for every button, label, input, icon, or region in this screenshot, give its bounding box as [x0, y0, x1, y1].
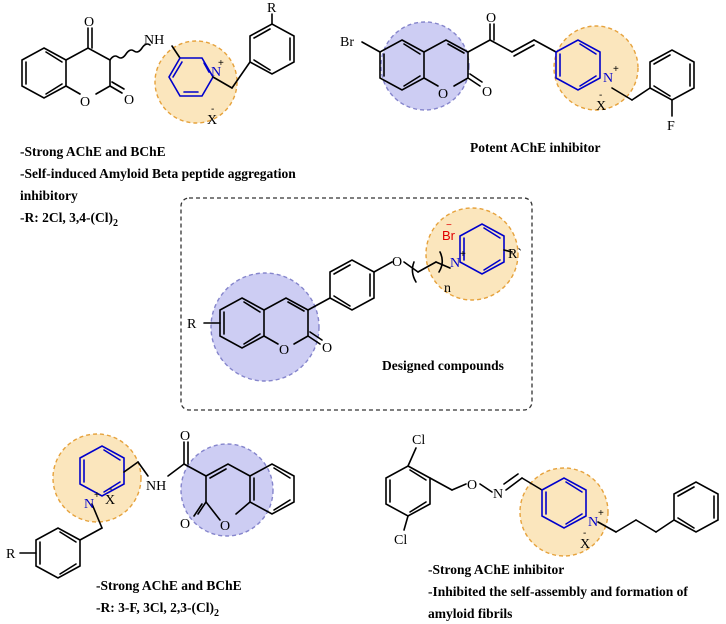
charge-plus: + — [598, 508, 604, 519]
caption-line: Designed compounds — [382, 358, 504, 373]
pyridinium-highlight — [52, 433, 142, 523]
pyranone-ring — [65, 47, 111, 95]
caption-line: -R: 3-F, 3Cl, 2,3-(Cl)2 — [96, 600, 219, 619]
pyridinium-ring — [79, 445, 125, 497]
caption-line: amyloid fibrils — [428, 606, 512, 621]
charge-plus: + — [94, 490, 100, 501]
benzyl-ring — [249, 23, 295, 75]
coumarin-highlight — [210, 272, 320, 382]
atom-r-prime: R` — [508, 247, 522, 262]
atom-o-ring: O — [279, 343, 289, 358]
caption-line: -Strong AChE inhibitor — [428, 562, 564, 577]
atom-o-ring: O — [438, 87, 448, 102]
caption-line: -Self-induced Amyloid Beta peptide aggre… — [20, 166, 296, 181]
benzo-ring — [21, 47, 67, 99]
charge-minus: - — [109, 484, 112, 495]
atom-o-lactone: O — [322, 341, 332, 356]
benzyl-ring — [35, 527, 81, 579]
atom-o-ring: O — [220, 519, 230, 534]
pyridinium-ring — [555, 39, 601, 91]
phenyl-ring — [673, 481, 719, 533]
atom-n-plus: N — [603, 71, 613, 86]
dichlorophenyl-ring — [385, 465, 431, 517]
pyranone-ring — [205, 463, 251, 521]
atom-o-amide: O — [180, 429, 190, 444]
wavy-bond — [109, 43, 151, 61]
designed-box — [180, 197, 533, 411]
charge-plus: + — [613, 64, 619, 75]
atom-o3: O — [124, 93, 134, 108]
caption-line: -Strong AChE and BChE — [20, 144, 166, 159]
charge-plus: + — [460, 249, 466, 260]
atom-cl-bottom: Cl — [394, 533, 407, 548]
coumarin-highlight — [380, 21, 470, 111]
atom-n-plus: N — [211, 65, 221, 80]
atom-o-ketone: O — [486, 11, 496, 26]
repeat-bracket — [411, 261, 417, 283]
atom-o1: O — [84, 15, 94, 30]
repeat-bracket — [438, 251, 444, 273]
pyridinium-ring — [459, 223, 505, 275]
atom-x: X — [105, 493, 115, 508]
atom-f: F — [667, 119, 675, 134]
charge-plus: + — [218, 58, 224, 69]
atom-n-plus: N — [84, 497, 94, 512]
atom-r: R — [187, 317, 197, 332]
pyridinium-ring — [168, 57, 214, 97]
charge-minus: − — [446, 220, 452, 231]
atom-nh: NH — [146, 479, 166, 494]
atom-n-oxime: N — [493, 487, 503, 502]
atom-n-plus: N — [450, 256, 460, 271]
compound-bottom-right: Cl Cl O N N + X - -Strong AChE inhibitor… — [385, 433, 719, 621]
compound-top-right: Br O O O N + X - F Potent AChE inhibitor — [340, 11, 695, 155]
atom-nh: NH — [144, 33, 164, 48]
charge-minus: - — [211, 104, 214, 115]
atom-x: X — [596, 99, 606, 114]
atom-cl-top: Cl — [412, 433, 425, 448]
atom-r: R — [267, 1, 277, 16]
caption-line: inhibitory — [20, 188, 78, 203]
charge-minus: - — [583, 528, 586, 539]
subscript-n: n — [444, 281, 451, 296]
caption-line: -Inhibited the self-assembly and formati… — [428, 584, 688, 599]
atom-o2: O — [80, 95, 90, 110]
atom-o-ether: O — [392, 255, 402, 270]
atom-br: Br — [340, 35, 354, 50]
pyridinium-highlight — [553, 25, 639, 111]
atom-o-lactone: O — [180, 517, 190, 532]
designed-compounds: R O O O n Br − N + R` Designed compounds — [180, 197, 533, 411]
pyridinium-highlight — [154, 40, 238, 124]
atom-br: Br — [442, 228, 456, 243]
fluorobenzyl-ring — [649, 49, 695, 101]
caption-line: -Strong AChE and BChE — [96, 578, 242, 593]
coumarin-highlight — [180, 443, 274, 537]
phenyl-linker-ring — [329, 259, 375, 311]
atom-n-plus: N — [588, 515, 598, 530]
atom-o-lactone: O — [482, 85, 492, 100]
pyridinium-ring — [541, 477, 587, 529]
compound-top-left: O O O NH N + X - R -Strong AChE and BChE… — [20, 1, 296, 229]
atom-x: X — [207, 113, 217, 128]
charge-minus: - — [599, 90, 602, 101]
benzo-ring — [249, 463, 295, 515]
atom-o: O — [467, 478, 477, 493]
caption-line: Potent AChE inhibitor — [470, 140, 601, 155]
atom-x: X — [580, 537, 590, 552]
atom-r: R — [6, 547, 16, 562]
compound-bottom-left: O NH N + X - O O R -Strong AChE and BChE… — [6, 429, 295, 619]
caption-line: -R: 2Cl, 3,4-(Cl)2 — [20, 210, 118, 229]
pyridinium-highlight — [519, 467, 609, 557]
